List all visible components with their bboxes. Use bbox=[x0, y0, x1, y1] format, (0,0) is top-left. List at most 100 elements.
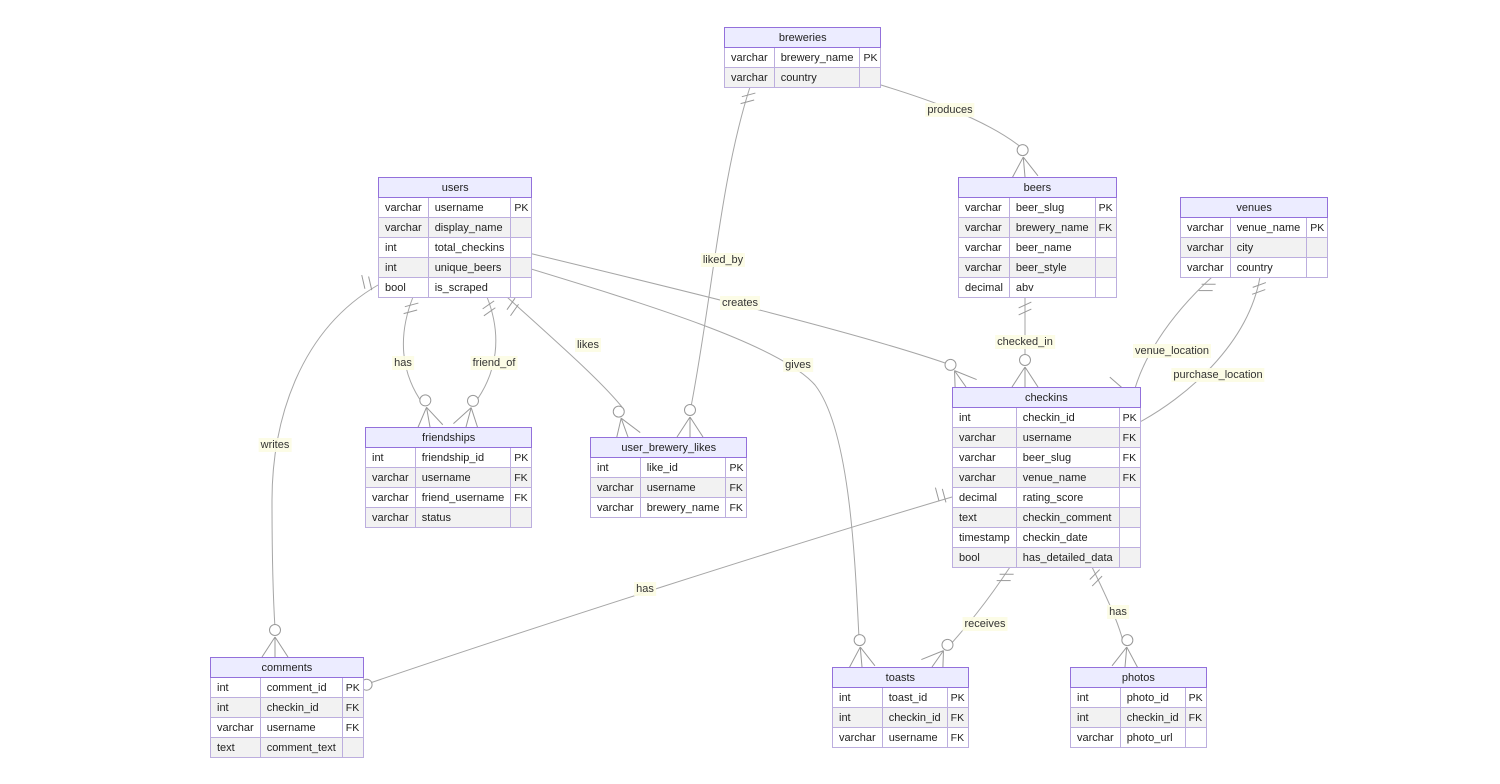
attribute-name: toast_id bbox=[881, 687, 948, 708]
cardinality-tick bbox=[506, 297, 516, 310]
cardinality-tick bbox=[426, 407, 431, 428]
attribute-type: varchar bbox=[958, 217, 1010, 238]
relationship-line bbox=[271, 284, 379, 629]
relationship-label-produces: produces bbox=[925, 103, 975, 117]
entity-title-user_brewery_likes: user_brewery_likes bbox=[589, 437, 748, 458]
attribute-type: varchar bbox=[590, 477, 641, 498]
attribute-name: beer_slug bbox=[1008, 197, 1096, 218]
cardinality-tick bbox=[453, 407, 472, 425]
cardinality-tick bbox=[368, 276, 373, 291]
relationship-line bbox=[689, 86, 751, 413]
entity-title-users: users bbox=[377, 177, 533, 198]
cardinality-tick bbox=[689, 416, 704, 438]
cardinality-tick bbox=[1011, 366, 1026, 388]
cardinality-tick bbox=[676, 416, 691, 438]
attribute-name: comment_text bbox=[259, 737, 343, 758]
attribute-name: unique_beers bbox=[427, 257, 512, 278]
cardinality-tick bbox=[740, 99, 755, 105]
cardinality-tick bbox=[416, 407, 427, 430]
attribute-name: checkin_date bbox=[1015, 527, 1120, 548]
zero-or-many-circle bbox=[944, 358, 957, 371]
relationship-label-has: has bbox=[392, 356, 414, 370]
attribute-type: varchar bbox=[378, 217, 429, 238]
attribute-key bbox=[1184, 727, 1207, 748]
cardinality-tick bbox=[1011, 156, 1024, 179]
zero-or-many-circle bbox=[612, 405, 625, 418]
cardinality-tick bbox=[859, 647, 863, 668]
attribute-name: has_detailed_data bbox=[1015, 547, 1120, 568]
attribute-type: timestamp bbox=[952, 527, 1017, 548]
entity-title-checkins: checkins bbox=[952, 387, 1141, 408]
attribute-type: varchar bbox=[1070, 727, 1121, 748]
cardinality-tick bbox=[848, 646, 861, 669]
zero-or-many-circle bbox=[269, 624, 281, 636]
attribute-key: PK bbox=[1184, 687, 1207, 708]
cardinality-tick bbox=[1089, 569, 1101, 580]
cardinality-tick bbox=[274, 636, 289, 658]
relationship-label-purchase_location: purchase_location bbox=[1171, 368, 1265, 382]
attribute-key: FK bbox=[946, 707, 969, 728]
attribute-key: FK bbox=[725, 497, 748, 518]
attribute-name: photo_url bbox=[1119, 727, 1186, 748]
relationship-label-writes: writes bbox=[258, 438, 292, 452]
attribute-type: int bbox=[832, 707, 883, 728]
attribute-name: checkin_id bbox=[881, 707, 948, 728]
attribute-key bbox=[1306, 257, 1329, 278]
attribute-name: total_checkins bbox=[427, 237, 512, 258]
attribute-type: varchar bbox=[1180, 237, 1231, 258]
attribute-type: varchar bbox=[378, 197, 429, 218]
relationship-label-receives: receives bbox=[962, 617, 1008, 631]
attribute-type: varchar bbox=[210, 717, 261, 738]
attribute-name: country bbox=[773, 67, 861, 88]
attribute-key: PK bbox=[859, 47, 882, 68]
cardinality-tick bbox=[1124, 647, 1128, 668]
relationship-label-checked_in: checked_in bbox=[995, 335, 1055, 349]
relationship-breweries-produces-beers bbox=[853, 72, 1039, 179]
attribute-key: FK bbox=[1118, 427, 1141, 448]
relationship-line bbox=[949, 566, 1011, 646]
attribute-key bbox=[510, 237, 533, 258]
relationship-label-venue_location: venue_location bbox=[1132, 344, 1212, 358]
relationship-label-creates: creates bbox=[719, 296, 761, 310]
entity-title-breweries: breweries bbox=[723, 27, 882, 48]
entity-title-toasts: toasts bbox=[832, 667, 969, 688]
cardinality-tick bbox=[741, 92, 756, 98]
cardinality-tick bbox=[1126, 646, 1139, 669]
relationship-line bbox=[402, 296, 424, 405]
relationship-line bbox=[473, 296, 497, 405]
cardinality-tick bbox=[404, 302, 419, 308]
attribute-key: FK bbox=[510, 467, 533, 488]
cardinality-tick bbox=[1018, 301, 1032, 309]
attribute-key: PK bbox=[946, 687, 969, 708]
attribute-name: status bbox=[414, 507, 512, 528]
cardinality-tick bbox=[1024, 366, 1039, 388]
relationship-label-has: has bbox=[1107, 605, 1129, 619]
attribute-name: brewery_name bbox=[639, 497, 727, 518]
attribute-type: varchar bbox=[724, 47, 775, 68]
attribute-name: beer_style bbox=[1008, 257, 1096, 278]
attribute-key bbox=[1118, 527, 1141, 548]
attribute-name: like_id bbox=[639, 457, 727, 478]
relationship-line bbox=[369, 496, 953, 684]
attribute-key: FK bbox=[510, 487, 533, 508]
